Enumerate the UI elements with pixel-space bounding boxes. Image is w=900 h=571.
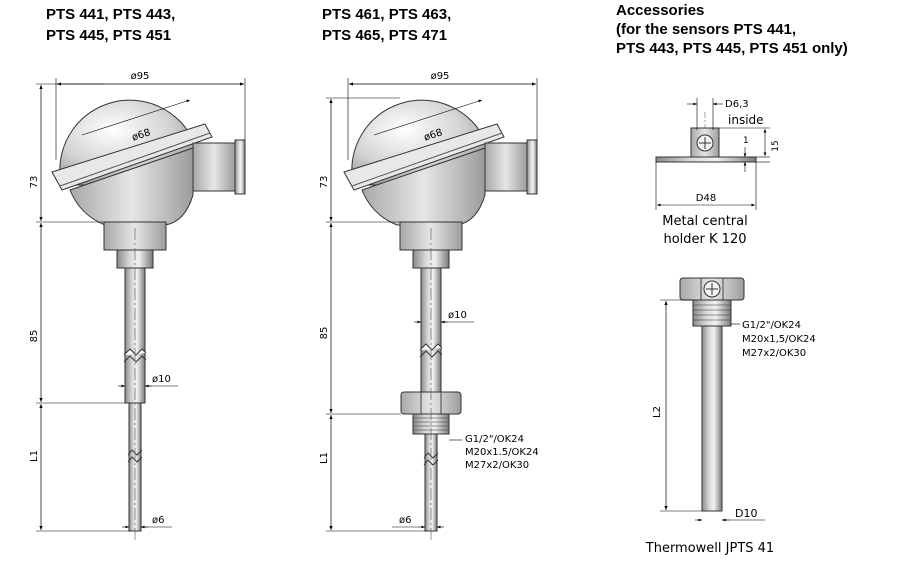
lid-b bbox=[343, 123, 505, 191]
title-accessories-line1: Accessories bbox=[616, 2, 705, 19]
thermowell-dim-diameter: D10 bbox=[735, 507, 757, 520]
dim-tube-b: ø10 bbox=[448, 310, 467, 321]
dim-height-head-b: 73 bbox=[319, 176, 330, 189]
thermowell-thread-2: M20x1,5/OK24 bbox=[742, 334, 816, 345]
title-figure-b-line1: PTS 461, PTS 463, bbox=[322, 6, 452, 23]
lid-a bbox=[51, 123, 213, 191]
cable-gland-b bbox=[484, 142, 528, 192]
figure-a: ø95 ø68 73 85 L1 ø10 ø6 bbox=[29, 71, 246, 540]
thread-1-b: G1/2"/OK24 bbox=[465, 434, 524, 445]
holder-caption-line1: Metal central bbox=[662, 214, 748, 229]
thermowell-thread bbox=[692, 299, 732, 327]
holder-dim-height: 15 bbox=[771, 140, 781, 151]
dim-width-b: ø95 bbox=[431, 71, 450, 82]
thermowell-thread-1: G1/2"/OK24 bbox=[742, 320, 801, 331]
holder-caption-line2: holder K 120 bbox=[663, 232, 747, 247]
dim-length-a: L1 bbox=[29, 450, 40, 462]
figure-b: ø95 ø68 73 85 L1 ø10 G1/2"/OK24 M20x1.5/… bbox=[319, 71, 539, 540]
thermowell-thread-3: M27x2/OK30 bbox=[742, 348, 806, 359]
dim-height-neck-b: 85 bbox=[319, 327, 330, 340]
holder-dim-diameter: D48 bbox=[696, 193, 716, 204]
dim-height-head-a: 73 bbox=[29, 176, 40, 189]
dim-width-a: ø95 bbox=[131, 71, 150, 82]
cable-gland-a bbox=[192, 142, 236, 192]
title-figure-a-line2: PTS 445, PTS 451 bbox=[46, 27, 172, 44]
dim-tip-b: ø6 bbox=[399, 515, 411, 526]
dim-length-b: L1 bbox=[319, 452, 330, 464]
thermowell-tube bbox=[701, 325, 723, 512]
holder-plate bbox=[655, 156, 757, 163]
title-accessories-line3: PTS 443, PTS 445, PTS 451 only) bbox=[616, 40, 848, 57]
thermowell-dim-length: L2 bbox=[652, 406, 663, 418]
holder-dim-thickness: 1 bbox=[743, 136, 749, 146]
holder-k120: D6,3 inside 1 15 D48 bbox=[655, 98, 781, 210]
title-figure-b-line2: PTS 465, PTS 471 bbox=[322, 27, 448, 44]
thread-3-b: M27x2/OK30 bbox=[465, 460, 529, 471]
dim-tip-a: ø6 bbox=[152, 515, 164, 526]
holder-dim-inside: inside bbox=[728, 113, 764, 127]
thread-2-b: M20x1.5/OK24 bbox=[465, 447, 539, 458]
dim-tube-a: ø10 bbox=[152, 374, 171, 385]
title-figure-a-line1: PTS 441, PTS 443, bbox=[46, 6, 176, 23]
dim-height-neck-a: 85 bbox=[29, 330, 40, 343]
thermowell-jpts41: G1/2"/OK24 M20x1,5/OK24 M27x2/OK30 L2 D1… bbox=[652, 277, 816, 522]
title-accessories-line2: (for the sensors PTS 441, bbox=[616, 21, 797, 38]
holder-dim-hole: D6,3 bbox=[725, 99, 749, 110]
thermowell-caption: Thermowell JPTS 41 bbox=[645, 541, 775, 556]
